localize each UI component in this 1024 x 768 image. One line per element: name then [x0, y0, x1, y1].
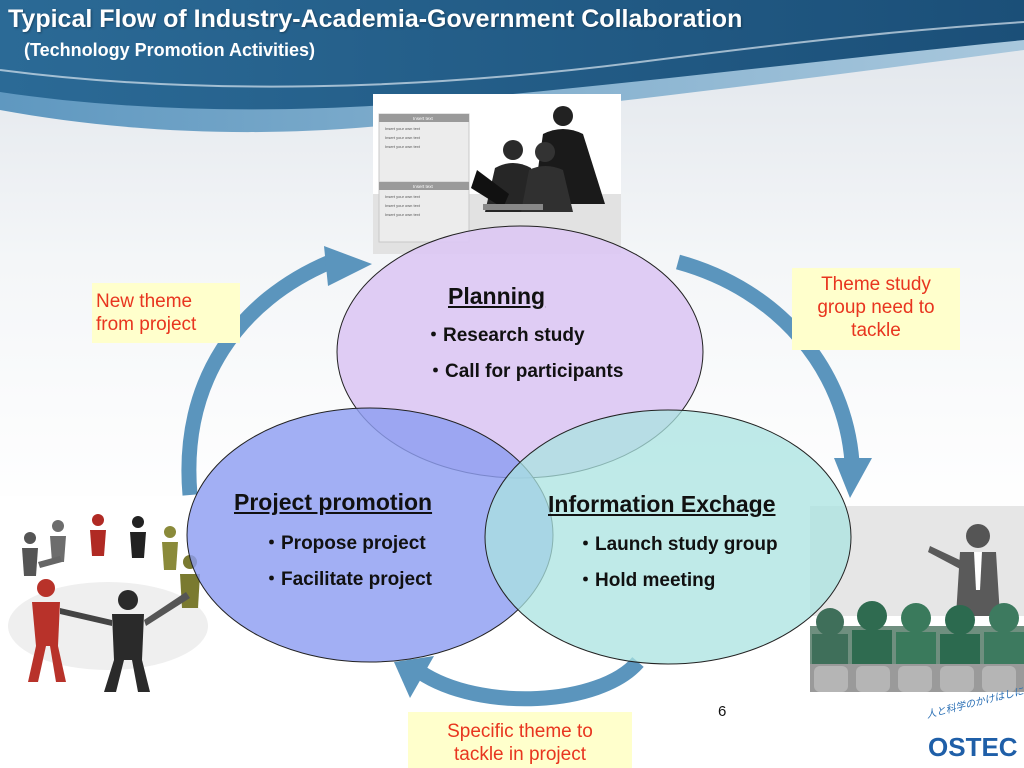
project-promotion-bullet: ・Propose project — [262, 533, 426, 554]
doc-item-text: Insert your own text — [385, 135, 421, 140]
planning-bullet: ・Call for participants — [426, 361, 624, 382]
project-promotion-bullet: ・Facilitate project — [262, 569, 432, 590]
information-exchange-bullet: ・Hold meeting — [576, 570, 716, 591]
note-line: Specific theme to — [447, 721, 593, 742]
note-new-theme: New theme from project — [92, 283, 240, 343]
planning-heading: Planning — [448, 283, 546, 309]
project-promotion-heading: Project promotion — [234, 489, 433, 515]
arrow-left-up — [181, 255, 333, 496]
doc-header-text: Insert text — [413, 116, 434, 121]
doc-item-text: Insert your own text — [385, 194, 421, 199]
circle-information-exchange — [484, 409, 852, 665]
arrow-bottom-left — [415, 656, 644, 707]
information-exchange-heading: Information Exchage — [548, 491, 776, 517]
information-exchange-bullet: ・Launch study group — [576, 534, 778, 555]
header-banner — [0, 0, 1024, 133]
ostec-logo: 人と科学のかけはしに OSTEC — [925, 686, 1024, 762]
logo-wordmark: OSTEC — [928, 732, 1018, 762]
doc-header-text: Insert text — [413, 184, 434, 189]
doc-item-text: Insert your own text — [385, 203, 421, 208]
note-theme-study-group: Theme study group need to tackle — [792, 268, 960, 350]
page-subtitle: (Technology Promotion Activities) — [24, 40, 316, 60]
doc-item-text: Insert your own text — [385, 126, 421, 131]
note-line: group need to — [817, 297, 935, 318]
people-circle-photo — [0, 496, 216, 694]
arrowhead-bottom — [394, 656, 434, 698]
planning-bullet: ・Research study — [424, 325, 585, 346]
doc-item-text: Insert your own text — [385, 212, 421, 217]
note-line: tackle in project — [453, 744, 586, 765]
note-line: tackle — [851, 320, 901, 341]
presenter-audience-photo — [810, 506, 1024, 692]
arrowhead-left — [324, 246, 372, 286]
arrowhead-right — [834, 458, 872, 498]
note-line: New theme — [96, 291, 193, 312]
note-line: Theme study — [821, 274, 931, 295]
page-number: 6 — [718, 703, 727, 720]
note-specific-theme: Specific theme to tackle in project — [408, 712, 632, 768]
note-line: from project — [96, 314, 197, 335]
page-title: Typical Flow of Industry-Academia-Govern… — [8, 5, 743, 33]
doc-item-text: Insert your own text — [385, 144, 421, 149]
